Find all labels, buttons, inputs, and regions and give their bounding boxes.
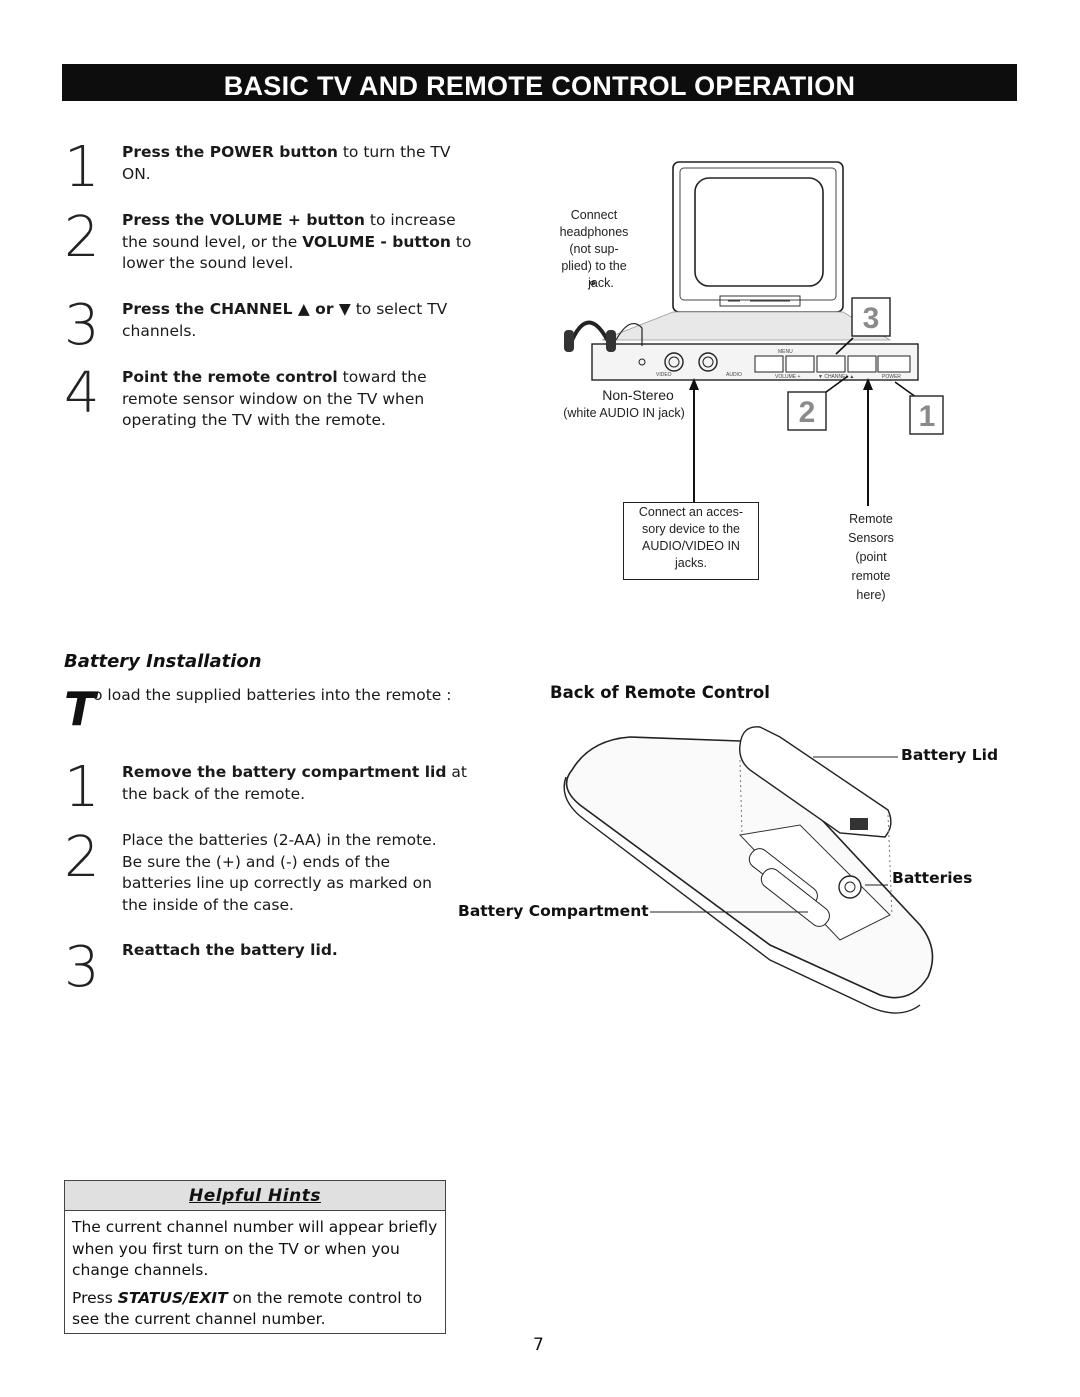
power-label: POWER (882, 374, 901, 380)
step-number: 1 (64, 135, 100, 200)
hint-paragraph: Press STATUS/EXIT on the remote control … (72, 1288, 423, 1329)
svg-text:2: 2 (799, 396, 816, 429)
remote-sensors-note: Remote Sensors (point remote here) (848, 512, 894, 602)
white-audio-label: (white AUDIO IN jack) (563, 406, 685, 420)
video-label: VIDEO (656, 372, 672, 378)
helpful-hints-heading: Helpful Hints (65, 1181, 445, 1211)
svg-text:1: 1 (919, 400, 936, 433)
step-number: 4 (64, 361, 100, 426)
headphone-jack-icon: ⚭ (588, 277, 598, 290)
step-number: 2 (64, 825, 100, 890)
battery-heading: Battery Installation (64, 651, 262, 672)
channel-label: ▼ CHANNEL ▲ (818, 374, 854, 380)
step-number: 3 (64, 293, 100, 358)
step-text: Press the CHANNEL ▲ or ▼ to select TV ch… (122, 300, 448, 340)
callout-3: 3 (851, 297, 891, 337)
arrow-line (867, 450, 869, 506)
battery-compartment-label: Battery Compartment (458, 902, 649, 920)
battery-lid-label: Battery Lid (901, 746, 999, 764)
batteries-label: Batteries (892, 869, 973, 887)
callout-1: 1 (909, 395, 944, 435)
callout-2: 2 (787, 391, 827, 431)
volume-label: VOLUME + (775, 374, 801, 380)
step-text: Reattach the battery lid. (122, 941, 338, 959)
dropcap: T (64, 682, 96, 736)
svg-text:3: 3 (863, 302, 880, 335)
step-text: Remove the battery compartment lid at th… (122, 763, 467, 803)
step-text: Press the POWER button to turn the TV ON… (122, 143, 451, 183)
step-number: 2 (64, 205, 100, 270)
headphones-note: Connect headphones (not sup- plied) to t… (559, 208, 629, 290)
audio-label: AUDIO (726, 372, 742, 378)
step-number: 3 (64, 935, 100, 1000)
non-stereo-label: Non-Stereo (602, 387, 674, 403)
helpful-hints-box: Helpful Hints The current channel number… (64, 1180, 446, 1334)
tv-illustration: VIDEO AUDIO MENU VOLUME + ▼ CHANNEL ▲ PO… (564, 161, 944, 450)
page-number: 7 (533, 1335, 544, 1355)
remote-illustration (563, 726, 934, 1014)
remote-diagram-title: Back of Remote Control (550, 683, 770, 702)
step-text: Point the remote control toward the remo… (122, 368, 427, 429)
accessory-note: Connect an acces- sory device to the AUD… (623, 502, 759, 580)
hint-paragraph: The current channel number will appear b… (72, 1218, 438, 1279)
step-number: 1 (64, 755, 100, 820)
menu-label: MENU (778, 349, 793, 355)
arrow-line (693, 450, 695, 502)
step-text: Press the VOLUME + button to increase th… (122, 211, 472, 272)
page-title: BASIC TV AND REMOTE CONTROL OPERATION (62, 64, 1017, 101)
step-text: Place the batteries (2-AA) in the remote… (122, 831, 437, 914)
battery-intro: o load the supplied batteries into the r… (93, 686, 452, 704)
